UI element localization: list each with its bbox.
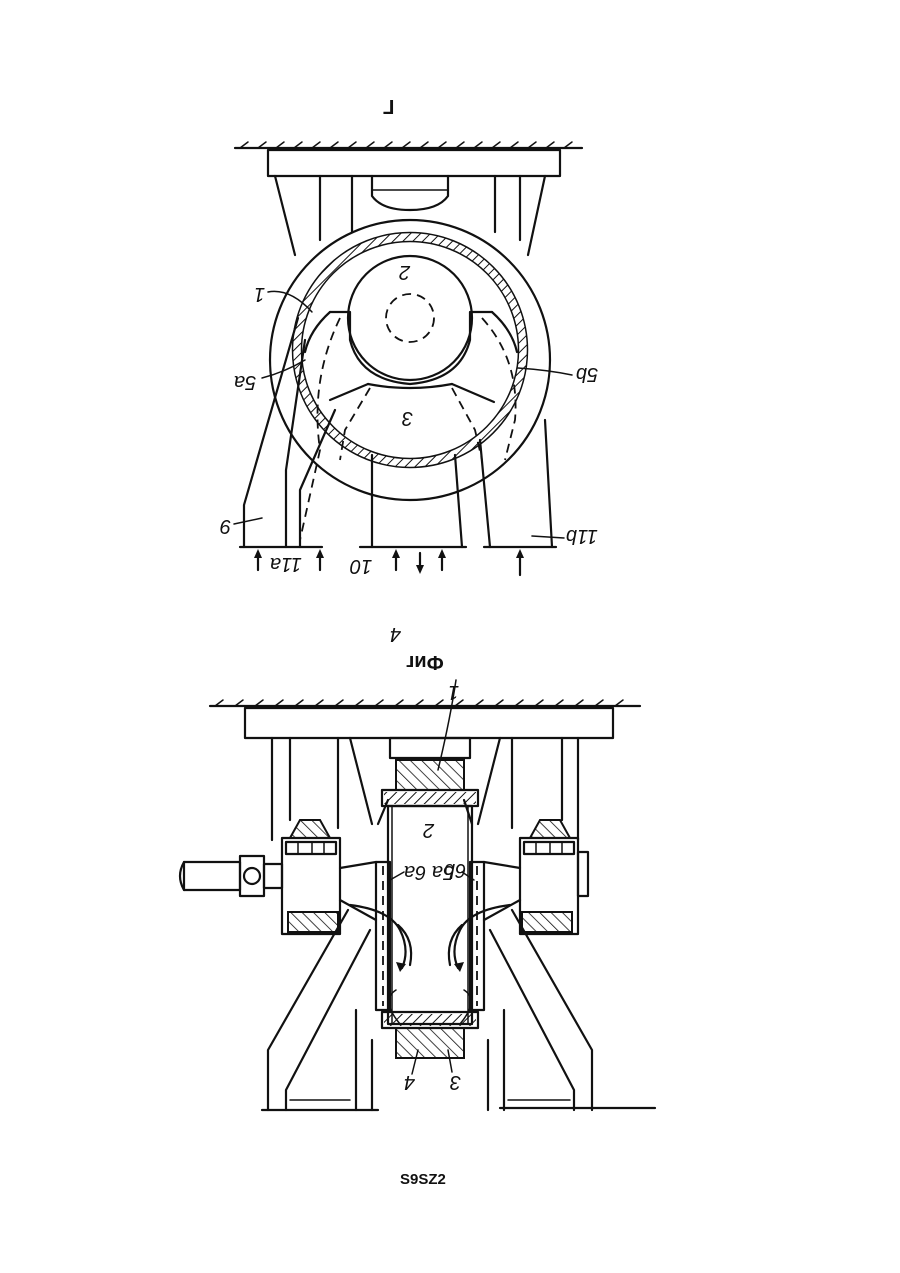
label-bottom-part-2: 2: [423, 819, 435, 841]
label-top-part-5a: 5a: [234, 371, 256, 393]
drive-shaft: [180, 856, 282, 896]
label-bottom-part-6b: 6b: [444, 859, 466, 881]
label-top-part-2: 2: [399, 261, 411, 283]
hatched-block-bottom: [396, 1028, 464, 1058]
label-bottom-part-3: 3: [450, 1071, 461, 1093]
label-bottom-part-4: 4: [404, 1071, 415, 1093]
footer-code: S9SZ2: [400, 1171, 446, 1188]
label-top-part-9: 9: [220, 515, 231, 537]
top-figure: [234, 142, 582, 575]
inner-segments-5a-5b: [330, 312, 492, 384]
base-plate-top: [268, 150, 560, 176]
label-top-part-3: 3: [402, 407, 413, 429]
roller-axis-dashed: [386, 294, 434, 342]
flow-arrows-bottom: [350, 905, 510, 1024]
figure-top-mark: Г: [383, 95, 394, 117]
label-top-part-11b: 11b: [566, 525, 598, 547]
segment-part-3: [330, 384, 368, 400]
label-bottom-part-1: 1: [448, 681, 459, 703]
bottom-figure: [180, 680, 655, 1110]
bearing-left: [282, 820, 340, 934]
figure-number: 4: [390, 623, 401, 645]
bearing-right: [520, 820, 588, 934]
support-frame-top: [275, 176, 545, 255]
base-plate-bottom: [245, 708, 613, 738]
figure-caption: Фиг: [406, 651, 444, 673]
label-top-part-11a: 11a: [270, 553, 302, 575]
label-top-part-5b: 5b: [576, 363, 598, 385]
legs-top: [240, 318, 556, 547]
label-top-part-1: 1: [254, 283, 265, 305]
label-top-part-10: 10: [350, 555, 372, 577]
hatched-block-top: [396, 760, 464, 790]
